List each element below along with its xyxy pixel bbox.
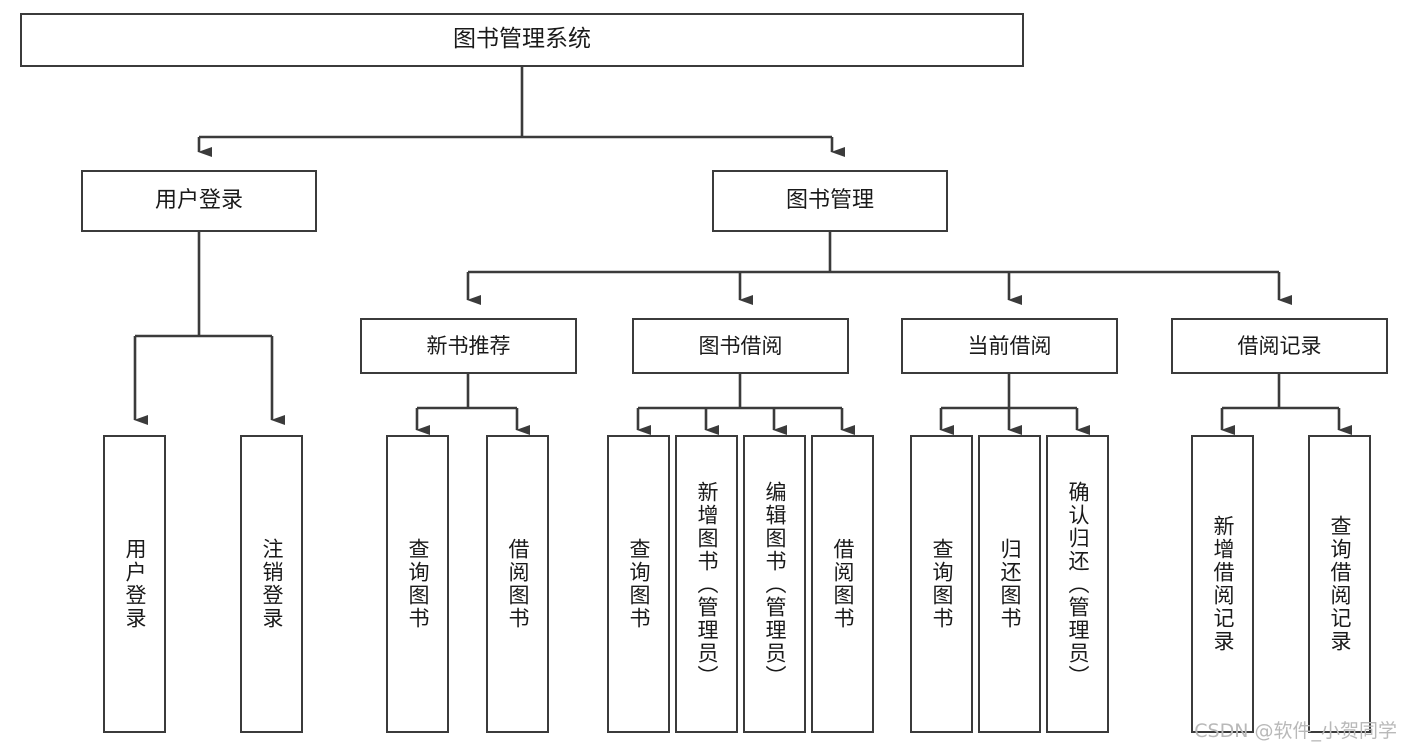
node-current-borrow-label: 当前借阅: [967, 333, 1052, 358]
leaf-new-book-query[interactable]: 查询图书: [386, 435, 449, 733]
node-new-book-recommend-label: 新书推荐: [426, 333, 511, 358]
leaf-new-book-borrow-label: 借阅图书: [506, 538, 530, 630]
leaf-user-login-login[interactable]: 用户登录: [103, 435, 166, 733]
leaf-book-borrow-edit[interactable]: 编辑图书（管理员）: [743, 435, 806, 733]
leaf-current-borrow-query[interactable]: 查询图书: [910, 435, 973, 733]
node-borrow-record-label: 借阅记录: [1237, 333, 1322, 358]
leaf-book-borrow-query-label: 查询图书: [627, 538, 651, 630]
leaf-book-borrow-borrow-label: 借阅图书: [831, 538, 855, 630]
leaf-book-borrow-edit-label: 编辑图书（管理员）: [763, 480, 787, 688]
leaf-borrow-record-query-label: 查询借阅记录: [1328, 515, 1352, 653]
leaf-current-borrow-query-label: 查询图书: [930, 538, 954, 630]
leaf-borrow-record-add[interactable]: 新增借阅记录: [1191, 435, 1254, 733]
leaf-user-login-login-label: 用户登录: [123, 538, 147, 630]
leaf-current-borrow-return[interactable]: 归还图书: [978, 435, 1041, 733]
leaf-book-borrow-add[interactable]: 新增图书（管理员）: [675, 435, 738, 733]
leaf-borrow-record-query[interactable]: 查询借阅记录: [1308, 435, 1371, 733]
leaf-user-login-logout-label: 注销登录: [260, 538, 284, 630]
leaf-current-borrow-return-label: 归还图书: [998, 538, 1022, 630]
leaf-current-borrow-confirm-label: 确认归还（管理员）: [1066, 480, 1090, 688]
node-book-borrow-label: 图书借阅: [698, 333, 783, 358]
node-user-login[interactable]: 用户登录: [81, 170, 317, 232]
leaf-book-borrow-borrow[interactable]: 借阅图书: [811, 435, 874, 733]
leaf-new-book-borrow[interactable]: 借阅图书: [486, 435, 549, 733]
leaf-book-borrow-query[interactable]: 查询图书: [607, 435, 670, 733]
leaf-borrow-record-add-label: 新增借阅记录: [1211, 515, 1235, 653]
node-new-book-recommend[interactable]: 新书推荐: [360, 318, 577, 374]
node-book-borrow[interactable]: 图书借阅: [632, 318, 849, 374]
leaf-current-borrow-confirm[interactable]: 确认归还（管理员）: [1046, 435, 1109, 733]
node-current-borrow[interactable]: 当前借阅: [901, 318, 1118, 374]
node-book-management[interactable]: 图书管理: [712, 170, 948, 232]
csdn-watermark: CSDN @软件_小贺同学: [1194, 720, 1397, 742]
node-book-management-label: 图书管理: [785, 188, 874, 214]
node-borrow-record[interactable]: 借阅记录: [1171, 318, 1388, 374]
node-user-login-label: 用户登录: [154, 188, 243, 214]
node-root-label: 图书管理系统: [453, 26, 591, 53]
leaf-new-book-query-label: 查询图书: [406, 538, 430, 630]
node-root[interactable]: 图书管理系统: [20, 13, 1024, 67]
leaf-book-borrow-add-label: 新增图书（管理员）: [695, 480, 719, 688]
leaf-user-login-logout[interactable]: 注销登录: [240, 435, 303, 733]
